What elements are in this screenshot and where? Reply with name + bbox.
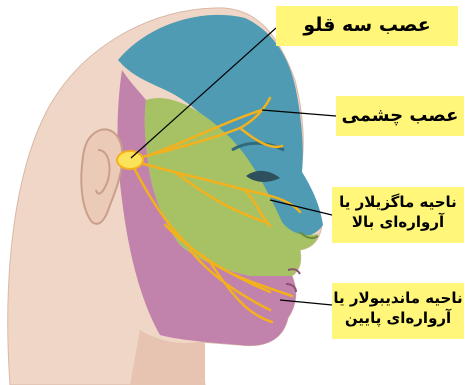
label-ophthalmic-text: عصب چشمی: [342, 105, 459, 126]
label-mandibular-region: ناحیه ماندیبولار یا آرواره‌ای پایین: [332, 283, 464, 339]
label-trigeminal-text: عصب سه قلو: [303, 14, 430, 36]
label-ophthalmic-nerve: عصب چشمی: [336, 96, 464, 136]
label-maxillary-line2: آرواره‌ای بالا: [332, 212, 464, 232]
label-mandibular-line2: آرواره‌ای پایین: [332, 308, 464, 328]
trigeminal-ganglion: [117, 151, 143, 169]
label-trigeminal-nerve: عصب سه قلو: [276, 6, 458, 46]
label-maxillary-line1: ناحیه ماگزیلار یا: [332, 192, 464, 212]
label-mandibular-line1: ناحیه ماندیبولار یا: [332, 288, 464, 308]
label-maxillary-region: ناحیه ماگزیلار یا آرواره‌ای بالا: [332, 187, 464, 243]
